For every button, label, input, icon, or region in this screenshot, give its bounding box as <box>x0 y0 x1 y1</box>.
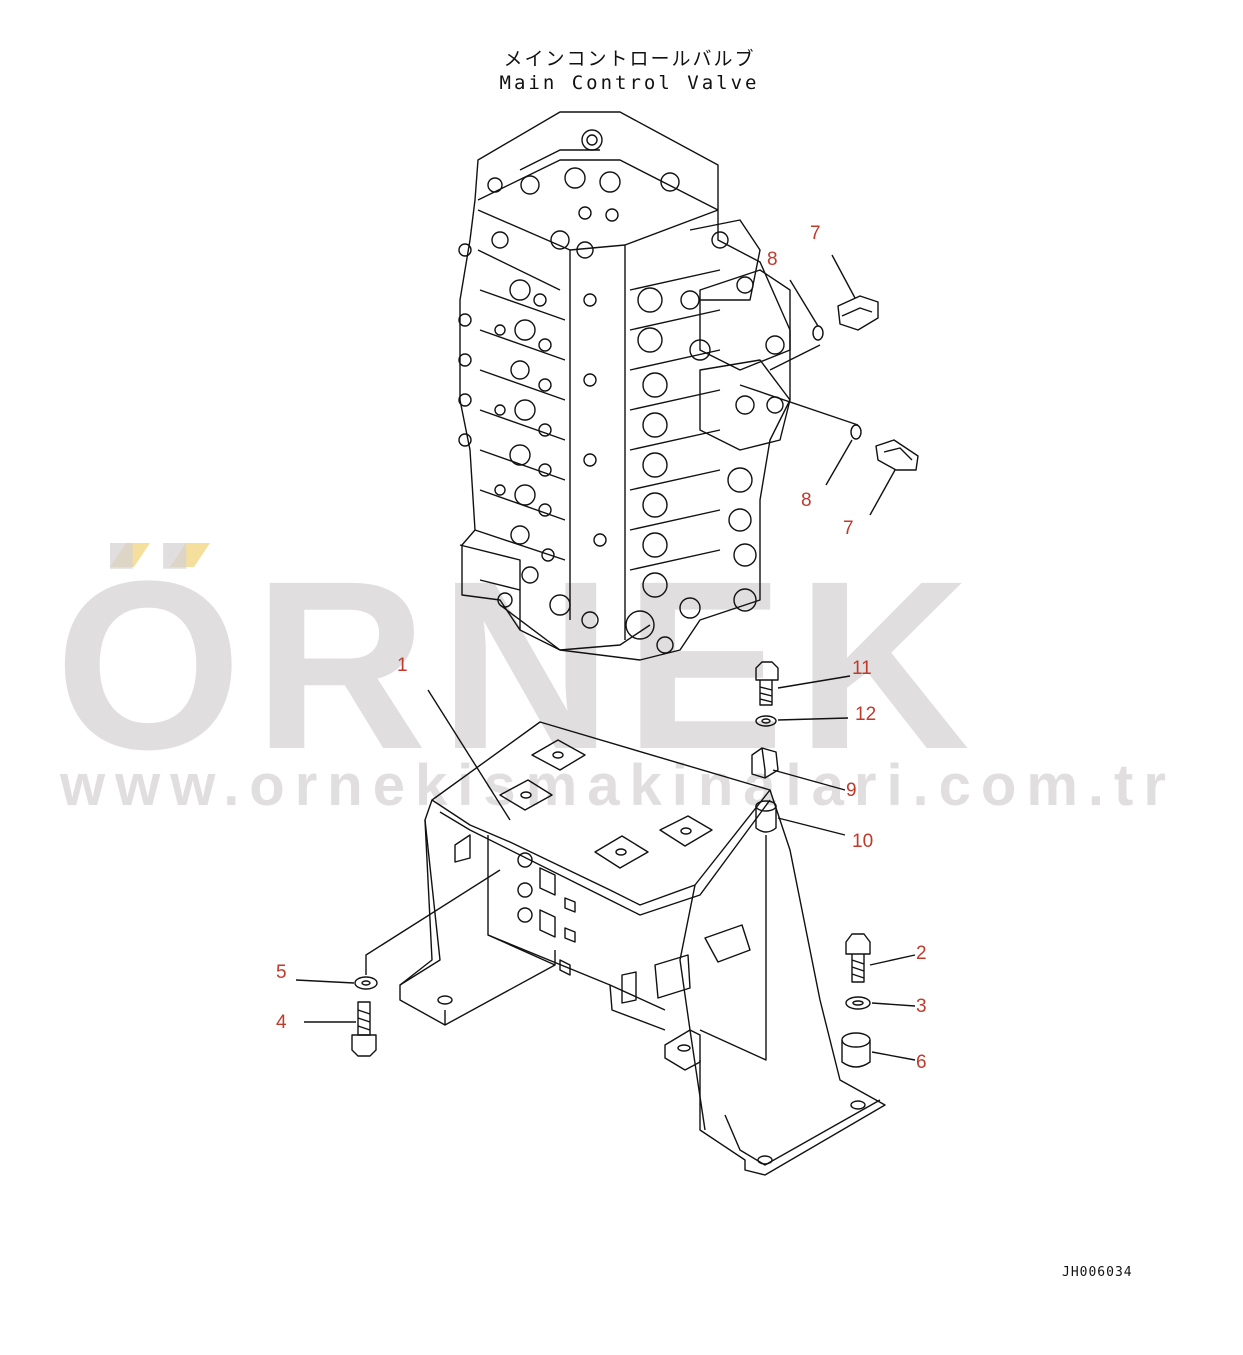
callout-10: 10 <box>852 831 874 852</box>
o-ring-lower <box>850 424 862 440</box>
bolt-right <box>845 933 871 983</box>
callout-4: 4 <box>276 1012 287 1033</box>
valve-ports <box>458 129 785 654</box>
spacer-collar <box>755 800 777 833</box>
callout-2: 2 <box>916 943 927 964</box>
valve-bracket <box>399 721 886 1176</box>
main-control-valve <box>459 111 791 661</box>
callout-8-upper: 8 <box>767 249 778 270</box>
title-japanese: メインコントロールバルブ <box>503 48 756 70</box>
spacer-right <box>841 1032 871 1068</box>
watermark-logo: ÖRNEK <box>55 531 982 799</box>
callout-7-lower: 7 <box>843 518 854 539</box>
clamp-sleeve <box>751 747 779 779</box>
pressure-sensor-upper <box>837 295 879 331</box>
callout-8-lower: 8 <box>801 490 812 511</box>
washer-left <box>354 976 378 990</box>
washer-right <box>845 996 871 1010</box>
callout-7-upper: 7 <box>810 223 821 244</box>
callout-12: 12 <box>855 704 877 725</box>
washer-upper <box>755 715 777 727</box>
bolt-upper <box>755 661 779 706</box>
callout-6: 6 <box>916 1052 927 1073</box>
pressure-sensor-lower <box>875 439 919 471</box>
leader-lines <box>295 254 916 1061</box>
callout-3: 3 <box>916 996 927 1017</box>
callout-1: 1 <box>397 655 408 676</box>
bolt-left <box>351 1001 377 1057</box>
callout-5: 5 <box>276 962 287 983</box>
callout-9: 9 <box>846 780 857 801</box>
o-ring-upper <box>812 325 824 341</box>
title-english: Main Control Valve <box>499 72 760 94</box>
callout-11: 11 <box>852 658 872 679</box>
drawing-code: JH006034 <box>1062 1265 1133 1280</box>
watermark-url: www.ornekismakinalari.com.tr <box>60 753 1176 818</box>
